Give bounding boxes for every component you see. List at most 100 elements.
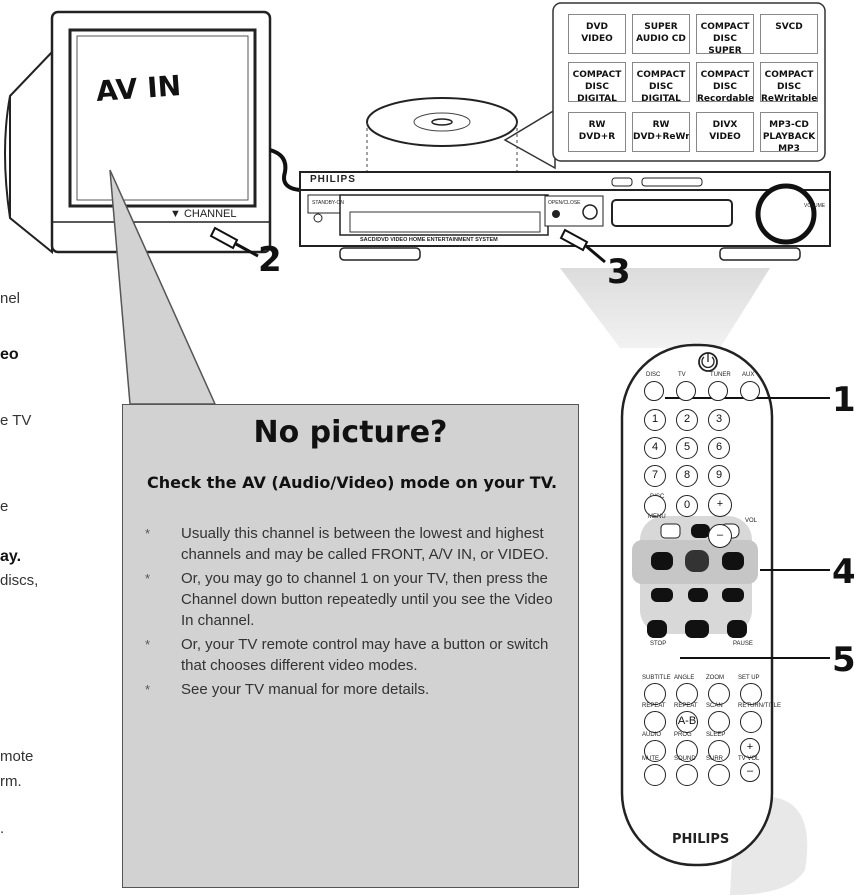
function-key-audio[interactable] [644,740,666,762]
function-key-prog[interactable] [676,740,698,762]
function-key-mute[interactable] [644,764,666,786]
text-fragment: mote [0,748,34,765]
press-hand-3 [559,228,606,264]
function-key-setup[interactable] [740,683,762,705]
function-key-zoom[interactable] [708,683,730,705]
remote-key-label: TV [678,372,686,378]
cd-super-video-logo: COMPACT DISC SUPER VIDEO [696,14,754,54]
function-key-sleep[interactable] [708,740,730,762]
remote-key-label: AUDIO [642,732,662,738]
volume-up-key[interactable]: + [708,493,732,517]
remote-key-label: DISC [646,372,661,378]
source-key-tuner[interactable] [708,381,728,401]
player-brand: PHILIPS [310,174,356,185]
digit-key-8[interactable]: 8 [676,465,698,487]
sacd-logo: SUPER AUDIO CD [632,14,690,54]
remote-brand: PHILIPS [672,832,730,847]
tv-screen-label: AV IN [94,69,183,108]
function-key-repeat-1[interactable]: A-B [676,711,698,733]
text-fragment: ay. [0,548,22,565]
remote-key-label: TV VOL [738,756,760,762]
ir-beam [560,268,770,348]
bullet-asterisk: * [145,637,151,652]
text-fragment: . [0,820,5,837]
step-number-1: 1 [832,380,854,420]
callout-subtitle: Check the AV (Audio/Video) mode on your … [147,473,558,492]
step-number-4: 4 [832,552,854,592]
remote-key-label: STOP [650,641,667,647]
remote-key-label: SURR [706,756,724,762]
remote-key-label: RETURN/TITLE [738,703,782,709]
source-key-disc[interactable] [644,381,664,401]
function-key-scan-2[interactable] [708,711,730,733]
source-key-aux[interactable] [740,381,760,401]
remote-key-label: ZOOM [706,675,724,681]
player-tray-caption: SACD/DVD VIDEO HOME ENTERTAINMENT SYSTEM [360,237,498,243]
step-number-3: 3 [607,252,631,292]
remote-key-label: VOL [745,518,758,524]
volume-down-key[interactable]: – [708,524,732,548]
remote-key-label: SLEEP [706,732,726,738]
disc [366,97,518,212]
digit-key-7[interactable]: 7 [644,465,666,487]
text-fragment: e [0,498,9,515]
callout-item: * Or, your TV remote control may have a b… [145,634,565,676]
digit-key-4[interactable]: 4 [644,437,666,459]
digit-key-2[interactable]: 2 [676,409,698,431]
television [4,10,301,255]
digit-key-0[interactable]: 0 [676,495,698,517]
callout-item: *See your TV manual for more details. [145,679,565,700]
remote-key-label: REPEAT [642,703,666,709]
function-key-sound[interactable] [676,764,698,786]
callout-item-text: Or, your TV remote control may have a bu… [181,636,549,674]
cd-rewritable-logo: COMPACT DISC ReWritable [760,62,818,102]
function-key-subtitle[interactable] [644,683,666,705]
text-fragment: nel [0,290,21,307]
cd-digital-audio-logo: COMPACT DISC DIGITAL AUDIO [632,62,690,102]
remote-key-label: REPEAT [674,703,698,709]
remote-key-label: SOUND [674,756,696,762]
digit-key-1[interactable]: 1 [644,409,666,431]
bullet-asterisk: * [145,526,151,541]
no-picture-callout: No picture? Check the AV (Audio/Video) m… [122,404,579,888]
remote-key-label: PAUSE [733,641,753,647]
step-number-2: 2 [258,240,282,280]
dvd-video-logo: DVD VIDEO [568,14,626,54]
function-key-repeat-0[interactable] [644,711,666,733]
callout-title: No picture? [253,415,448,450]
svcd-logo: SVCD [760,14,818,54]
text-fragment: discs, [0,572,39,589]
remote-key-label: PROG [674,732,692,738]
digit-key-5[interactable]: 5 [676,437,698,459]
remote-key-label: SET UP [738,675,760,681]
remote-key-label: SUBTITLE [642,675,671,681]
dvd-rw-logo: RW DVD+ReWritable [632,112,690,152]
digit-key-6[interactable]: 6 [708,437,730,459]
mp3-logo: MP3-CD PLAYBACK MP3 [760,112,818,152]
callout-item-text: Usually this channel is between the lowe… [181,525,549,563]
remote-key-label: SCAN [706,703,723,709]
function-key-angle[interactable] [676,683,698,705]
bullet-asterisk: * [145,571,151,586]
divx-logo: DIVX VIDEO [696,112,754,152]
cd-digital-video-logo: COMPACT DISC DIGITAL VIDEO [568,62,626,102]
remote-key-label: MUTE [642,756,659,762]
remote-key-label: MENU [648,514,666,520]
remote-key-label: ANGLE [674,675,695,681]
digit-key-9[interactable]: 9 [708,465,730,487]
source-key-tv[interactable] [676,381,696,401]
disc-menu-key[interactable] [644,495,666,517]
callout-item: *Or, you may go to channel 1 on your TV,… [145,568,565,631]
text-fragment: e TV [0,412,32,429]
tv-volume-down-key[interactable]: – [740,762,760,782]
step-number-5: 5 [832,640,854,680]
press-hand-2 [209,226,259,258]
callout-item: * Usually this channel is between the low… [145,523,565,565]
text-fragment: rm. [0,773,22,790]
tv-volume-up-key[interactable]: + [740,738,760,758]
dvd-r-logo: RW DVD+R [568,112,626,152]
function-key-returntitle-3[interactable] [740,711,762,733]
player-volume-label: VOLUME [804,203,826,209]
digit-key-3[interactable]: 3 [708,409,730,431]
function-key-surr[interactable] [708,764,730,786]
